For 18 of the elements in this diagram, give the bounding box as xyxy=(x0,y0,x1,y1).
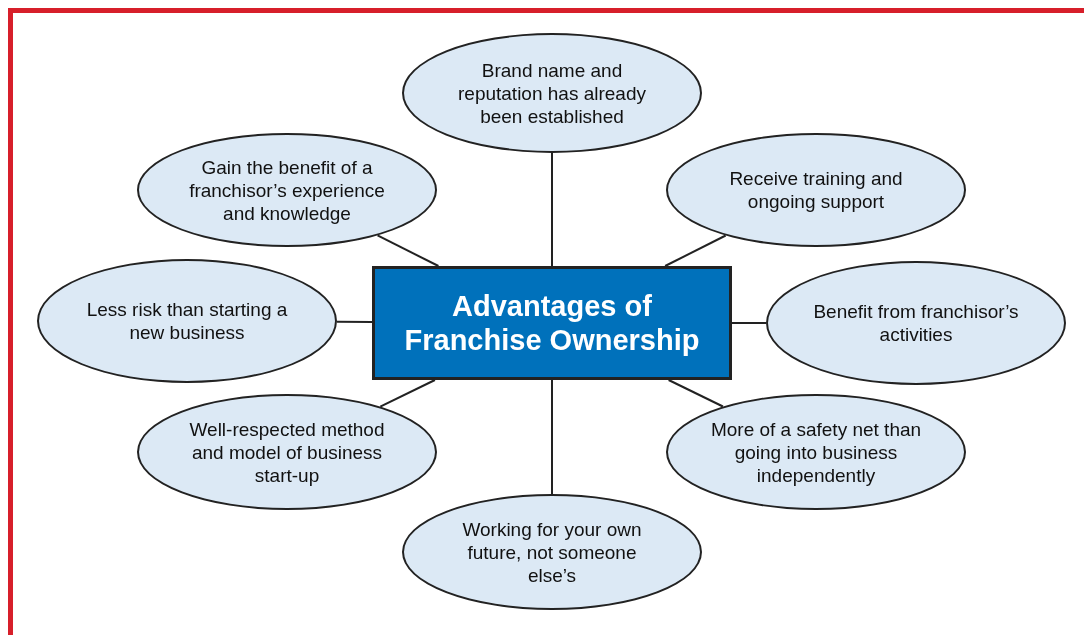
connector-line xyxy=(336,320,373,323)
connector-line xyxy=(376,234,440,267)
central-box xyxy=(372,266,732,380)
connector-line xyxy=(664,234,727,267)
advantage-text: Receive training and ongoing support xyxy=(728,167,904,213)
advantage-text: Brand name and reputation has already been established xyxy=(457,58,647,128)
connector-line xyxy=(667,379,724,408)
advantage-text: More of a safety net than going into business independently xyxy=(709,417,923,487)
connector-line xyxy=(551,379,553,495)
central-title: Advantages of Franchise Ownership xyxy=(403,289,701,357)
advantage-text: Well-respected method and model of business start-up xyxy=(188,417,386,487)
connector-line xyxy=(731,322,767,324)
connector-line xyxy=(379,379,436,408)
advantage-text: Gain the benefit of a franchisor’s experience and knowledge xyxy=(188,155,386,225)
advantage-text: Less risk than starting a new business xyxy=(85,298,289,344)
advantage-text: Working for your own future, not someone else’s xyxy=(461,517,643,587)
connector-line xyxy=(551,152,553,267)
advantage-text: Benefit from franchisor’s activities xyxy=(812,300,1020,346)
